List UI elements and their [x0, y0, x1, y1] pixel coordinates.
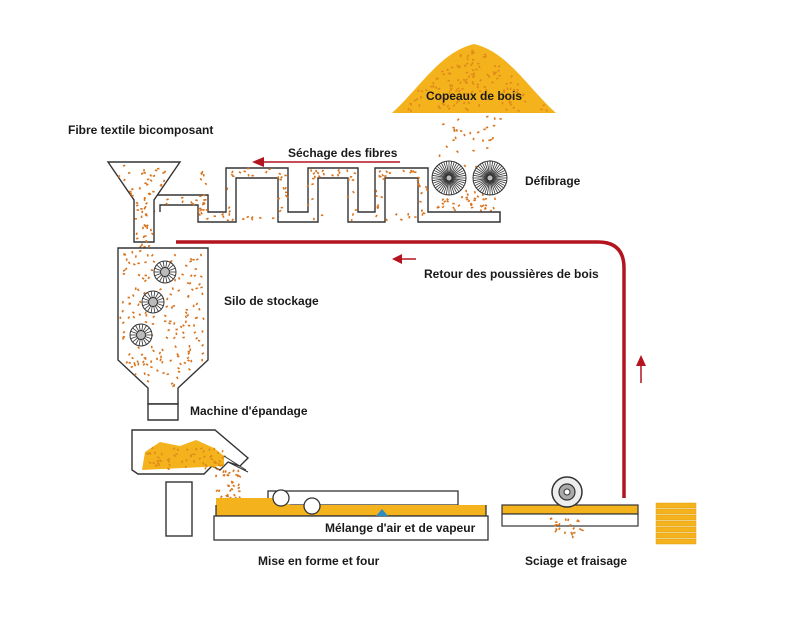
defibering-label: Défibrage: [525, 174, 581, 188]
defibrator-discs: [431, 160, 508, 196]
drying-arrow: [252, 157, 400, 167]
finished-boards: [655, 502, 697, 545]
up-arrow-icon: [636, 355, 646, 366]
forming-line: [213, 489, 489, 541]
defibrator-disc-left: [431, 160, 467, 196]
drying-duct: [149, 167, 433, 223]
forming-oven-label: Mise en forme et four: [258, 554, 380, 568]
fiber-drying-label: Séchage des fibres: [288, 146, 398, 160]
sawing-station: [501, 476, 639, 539]
fiber-hopper: [106, 161, 182, 251]
dust-return-path: [176, 240, 646, 498]
defibrator-tray: [433, 211, 501, 223]
air-steam-mix-label: Mélange d'air et de vapeur: [325, 521, 476, 535]
spreading-machine-label: Machine d'épandage: [190, 404, 308, 418]
wood-chip-pile: [392, 44, 556, 113]
sawing-milling-label: Sciage et fraisage: [525, 554, 627, 568]
wood-chips-label: Copeaux de bois: [426, 89, 522, 103]
steam-indicator-icon: [376, 509, 388, 516]
storage-silo-label: Silo de stockage: [224, 294, 319, 308]
falling-chips: [436, 115, 502, 213]
spreading-machine: [131, 403, 250, 537]
defibrator-disc-right: [472, 160, 508, 196]
storage-silo: [117, 247, 209, 405]
left-arrow-icon: [392, 254, 402, 264]
bicomponent-fiber-label: Fibre textile bicomposant: [68, 123, 213, 137]
dust-return-label: Retour des poussières de bois: [424, 267, 599, 281]
